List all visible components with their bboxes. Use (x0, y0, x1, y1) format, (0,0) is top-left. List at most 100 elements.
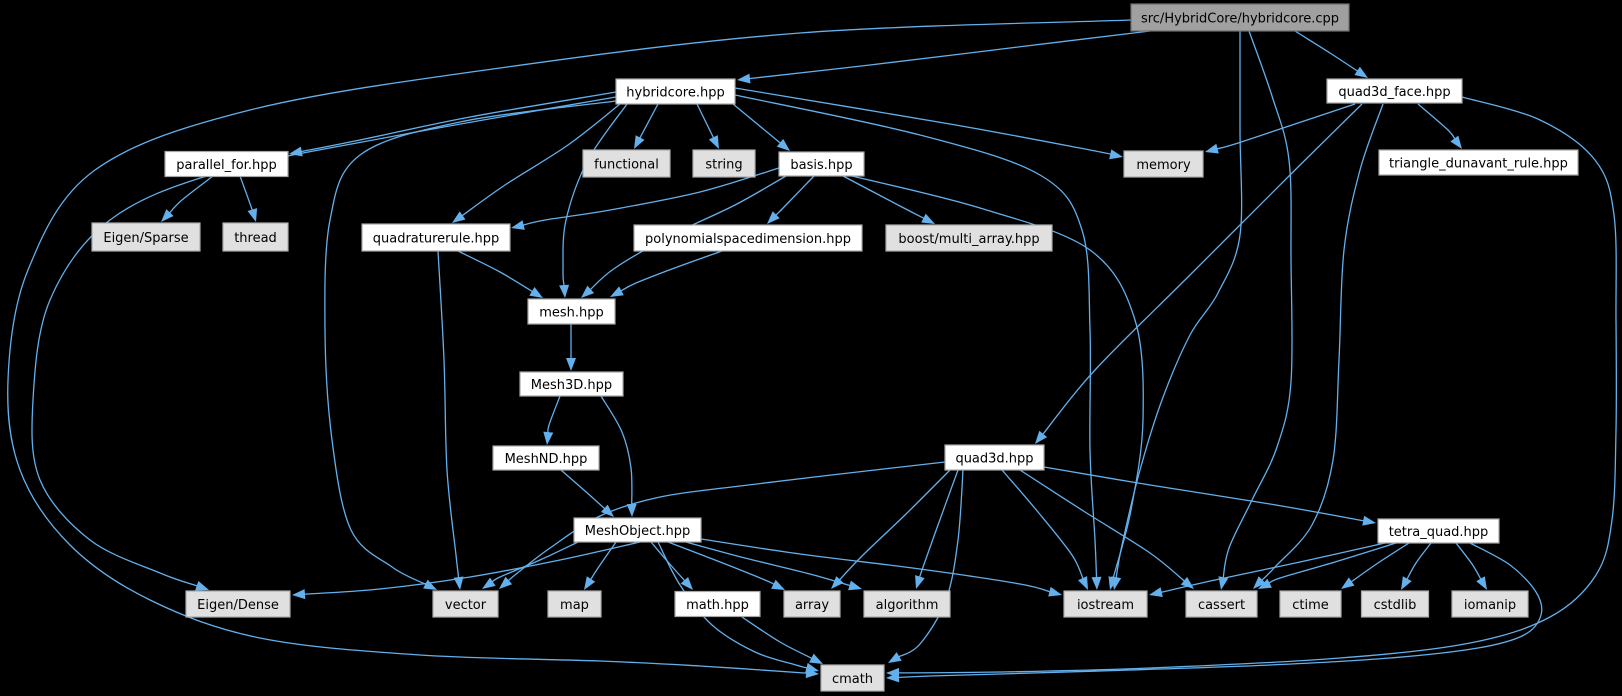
node-box-parallel_for[interactable] (164, 150, 289, 178)
node-box-math[interactable] (674, 590, 761, 618)
node-algorithm[interactable]: algorithm (863, 590, 951, 618)
node-meshobject[interactable]: MeshObject.hpp (573, 517, 702, 543)
node-basis[interactable]: basis.hpp (778, 151, 865, 177)
node-label-string[interactable]: string (705, 157, 742, 172)
node-box-array[interactable] (783, 590, 841, 618)
node-label-iomanip[interactable]: iomanip (1464, 598, 1516, 613)
node-label-meshnd[interactable]: MeshND.hpp (505, 452, 588, 467)
node-label-polyspace[interactable]: polynomialspacedimension.hpp (645, 232, 851, 247)
node-boost[interactable]: boost/multi_array.hpp (885, 224, 1053, 252)
node-box-cstdlib[interactable] (1360, 590, 1430, 618)
arrowhead-parallel_for-eigensparse (161, 209, 174, 222)
node-box-tetra_quad[interactable] (1377, 518, 1500, 544)
node-parallel_for[interactable]: parallel_for.hpp (164, 150, 289, 178)
node-vector[interactable]: vector (432, 590, 499, 618)
node-box-iomanip[interactable] (1451, 590, 1529, 618)
node-iomanip[interactable]: iomanip (1451, 590, 1529, 618)
node-box-quad3d_face[interactable] (1326, 78, 1463, 104)
node-mesh3d[interactable]: Mesh3D.hpp (519, 371, 624, 397)
node-box-boost[interactable] (885, 224, 1053, 252)
node-label-quadrule[interactable]: quadraturerule.hpp (373, 231, 499, 246)
node-box-eigendense[interactable] (185, 590, 291, 618)
node-label-math[interactable]: math.hpp (686, 598, 749, 613)
node-eigensparse[interactable]: Eigen/Sparse (91, 222, 201, 252)
node-label-map[interactable]: map (560, 598, 589, 613)
node-box-hybridcore[interactable] (615, 78, 736, 105)
edge-tetra_quad-cmath (896, 542, 1543, 679)
node-box-string[interactable] (692, 149, 756, 178)
node-label-array[interactable]: array (795, 598, 829, 613)
node-quad3d[interactable]: quad3d.hpp (944, 444, 1045, 471)
node-label-parallel_for[interactable]: parallel_for.hpp (176, 158, 276, 173)
node-box-cassert[interactable] (1185, 590, 1258, 618)
node-box-algorithm[interactable] (863, 590, 951, 618)
node-thread[interactable]: thread (222, 222, 289, 252)
node-box-basis[interactable] (778, 151, 865, 177)
node-cassert[interactable]: cassert (1185, 590, 1258, 618)
node-label-algorithm[interactable]: algorithm (876, 598, 939, 613)
node-label-thread[interactable]: thread (234, 231, 277, 246)
node-label-tridun[interactable]: triangle_dunavant_rule.hpp (1389, 156, 1568, 171)
node-label-cstdlib[interactable]: cstdlib (1374, 598, 1417, 613)
node-label-vector[interactable]: vector (445, 598, 487, 613)
node-label-ctime[interactable]: ctime (1292, 598, 1329, 613)
node-label-hybridcore[interactable]: hybridcore.hpp (626, 85, 724, 100)
node-box-mesh[interactable] (527, 298, 616, 325)
node-label-memory[interactable]: memory (1136, 158, 1191, 173)
node-iostream[interactable]: iostream (1063, 590, 1148, 618)
node-box-ctime[interactable] (1279, 590, 1342, 618)
node-box-vector[interactable] (432, 590, 499, 618)
node-box-tridun[interactable] (1378, 149, 1579, 176)
node-ctime[interactable]: ctime (1279, 590, 1342, 618)
node-box-eigensparse[interactable] (91, 222, 201, 252)
node-box-cmath[interactable] (820, 664, 885, 692)
node-label-iostream[interactable]: iostream (1077, 598, 1134, 613)
node-label-meshobject[interactable]: MeshObject.hpp (585, 524, 690, 539)
node-label-eigendense[interactable]: Eigen/Dense (197, 598, 279, 613)
node-box-mesh3d[interactable] (519, 371, 624, 397)
node-label-cmath[interactable]: cmath (832, 672, 873, 687)
node-eigendense[interactable]: Eigen/Dense (185, 590, 291, 618)
node-cstdlib[interactable]: cstdlib (1360, 590, 1430, 618)
node-math[interactable]: math.hpp (674, 590, 761, 618)
node-hybridcore[interactable]: hybridcore.hpp (615, 78, 736, 105)
arrowhead-quad3d_face-cassert (1253, 576, 1266, 589)
node-label-functional[interactable]: functional (594, 157, 659, 172)
node-label-eigensparse[interactable]: Eigen/Sparse (103, 231, 188, 246)
node-box-quadrule[interactable] (361, 223, 511, 252)
node-label-mesh3d[interactable]: Mesh3D.hpp (531, 378, 612, 393)
node-box-iostream[interactable] (1063, 590, 1148, 618)
node-label-cpp[interactable]: src/HybridCore/hybridcore.cpp (1141, 11, 1339, 26)
node-label-cassert[interactable]: cassert (1198, 598, 1245, 613)
node-box-meshobject[interactable] (573, 517, 702, 543)
node-box-map[interactable] (547, 590, 602, 618)
node-box-functional[interactable] (582, 149, 671, 178)
node-label-quad3d[interactable]: quad3d.hpp (955, 451, 1033, 466)
node-box-thread[interactable] (222, 222, 289, 252)
node-box-quad3d[interactable] (944, 444, 1045, 471)
node-label-mesh[interactable]: mesh.hpp (539, 305, 604, 320)
node-meshnd[interactable]: MeshND.hpp (492, 445, 600, 471)
node-map[interactable]: map (547, 590, 602, 618)
node-functional[interactable]: functional (582, 149, 671, 178)
node-box-meshnd[interactable] (492, 445, 600, 471)
node-label-tetra_quad[interactable]: tetra_quad.hpp (1389, 525, 1489, 540)
arrowhead-basis-boost (921, 213, 935, 224)
node-quad3d_face[interactable]: quad3d_face.hpp (1326, 78, 1463, 104)
node-quadrule[interactable]: quadraturerule.hpp (361, 223, 511, 252)
node-box-memory[interactable] (1123, 150, 1204, 178)
node-polyspace[interactable]: polynomialspacedimension.hpp (633, 224, 863, 252)
node-label-quad3d_face[interactable]: quad3d_face.hpp (1338, 85, 1450, 100)
node-label-boost[interactable]: boost/multi_array.hpp (898, 232, 1039, 247)
node-label-basis[interactable]: basis.hpp (790, 158, 852, 173)
node-tetra_quad[interactable]: tetra_quad.hpp (1377, 518, 1500, 544)
node-array[interactable]: array (783, 590, 841, 618)
node-box-cpp[interactable] (1130, 3, 1350, 32)
node-cpp[interactable]: src/HybridCore/hybridcore.cpp (1130, 3, 1350, 32)
node-box-polyspace[interactable] (633, 224, 863, 252)
node-cmath[interactable]: cmath (820, 664, 885, 692)
node-memory[interactable]: memory (1123, 150, 1204, 178)
node-tridun[interactable]: triangle_dunavant_rule.hpp (1378, 149, 1579, 176)
node-mesh[interactable]: mesh.hpp (527, 298, 616, 325)
node-string[interactable]: string (692, 149, 756, 178)
